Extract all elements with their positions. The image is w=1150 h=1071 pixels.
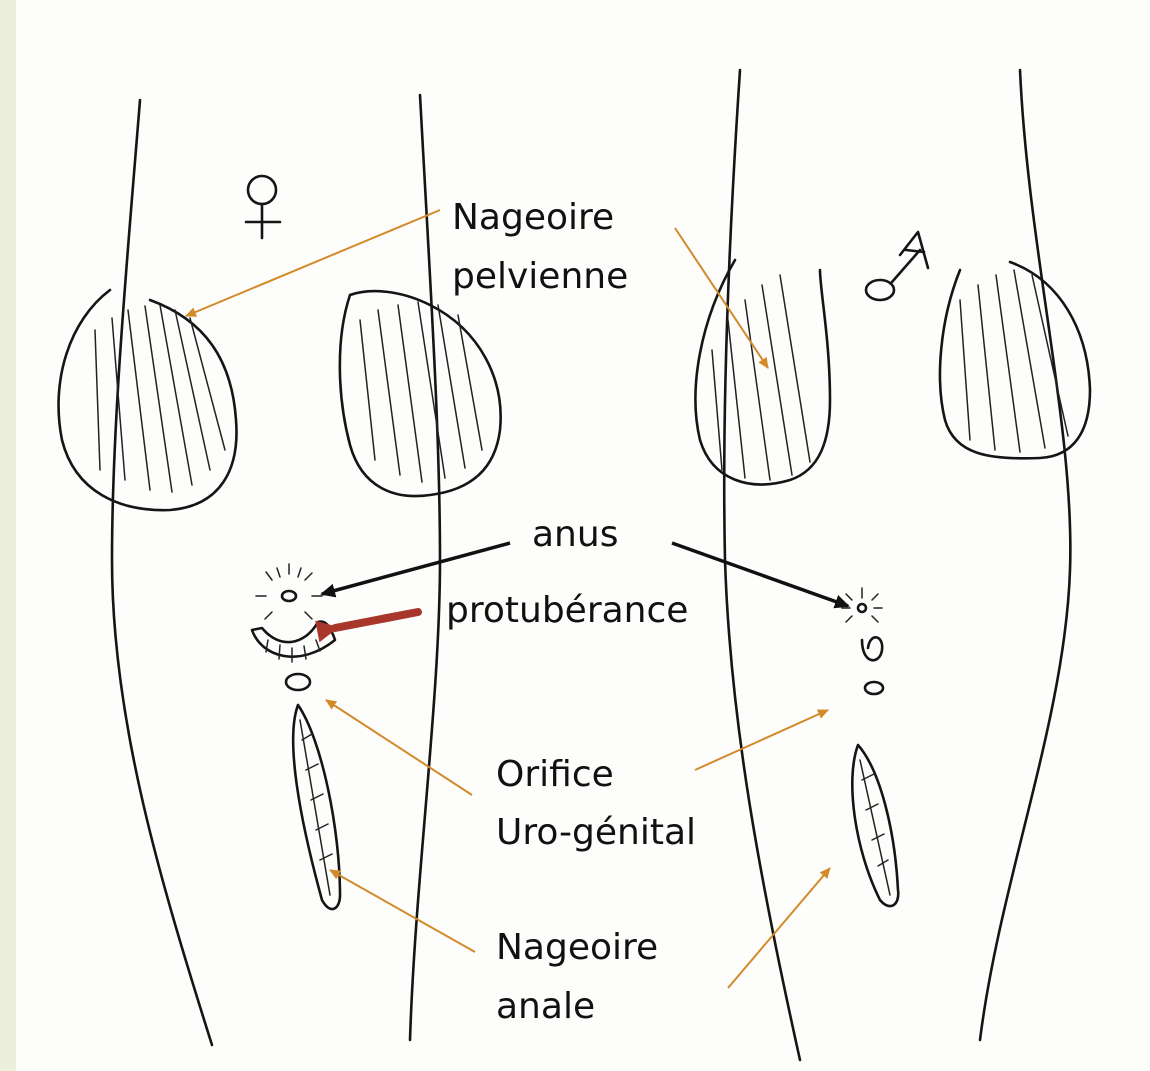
male-anal-fin [852,745,898,906]
female-anal-fin [293,705,340,909]
leader-anus-female [322,543,510,594]
label-anal-fin-line2: anale [496,984,595,1030]
female-anus [256,564,322,619]
leader-anus-male [672,543,848,606]
leader-urogenital-female [326,700,472,795]
male-pelvic-fin-right [940,262,1090,458]
label-anus: anus [532,512,618,558]
female-urogenital-orifice [286,674,310,690]
male-body-outline [724,70,1070,1060]
label-pelvic-fin-line1: Nageoire [452,195,614,241]
label-pelvic-fin-line2: pelvienne [452,254,628,300]
male-symbol-icon [866,232,928,300]
label-protuberance: protubérance [446,588,688,634]
leader-pelvic-fin-male [675,228,768,368]
leader-protuberance [335,612,418,628]
leader-anal-fin-female [330,870,475,952]
female-pelvic-fin-right [340,291,501,496]
leader-anal-fin-male [728,868,830,988]
label-anal-fin-line1: Nageoire [496,925,658,971]
leader-pelvic-fin-female [186,210,440,316]
male-pelvic-fin-left [695,260,830,484]
female-protuberance [252,622,335,662]
male-urogenital-orifice [865,682,883,694]
female-pelvic-fin-left [59,290,237,510]
label-urogenital-line2: Uro-génital [496,810,696,856]
female-body-outline [112,95,440,1045]
female-symbol-icon [246,176,280,238]
leader-urogenital-male [695,710,828,770]
male-protuberance [862,637,882,660]
label-urogenital-line1: Orifice [496,752,614,798]
